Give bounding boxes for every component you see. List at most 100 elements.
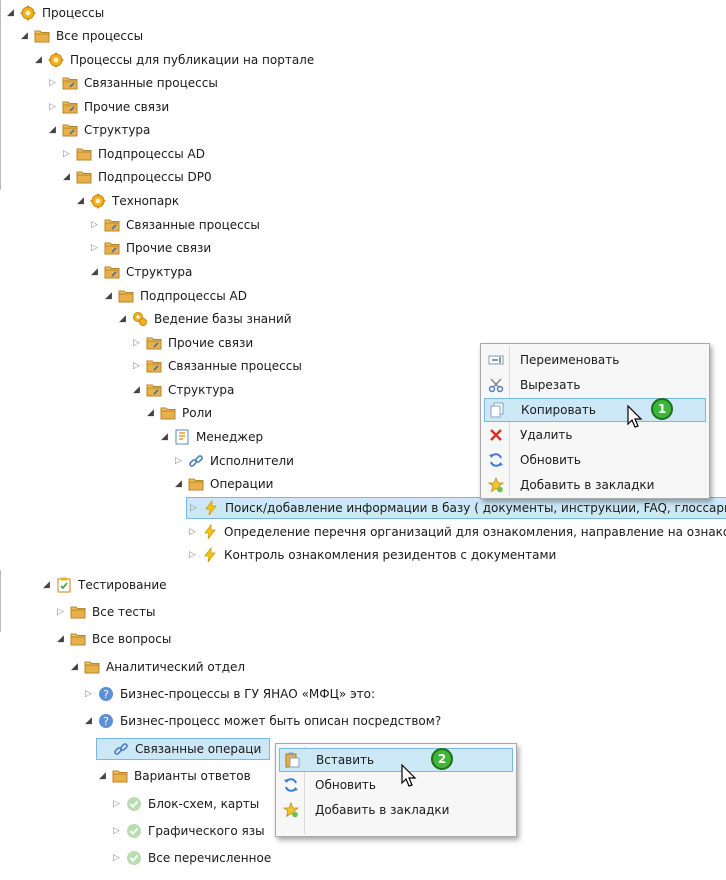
- tree-node[interactable]: ▷Связанные процессы: [130, 355, 302, 377]
- chain-link-icon: [113, 741, 129, 757]
- tree-node[interactable]: ◢Менеджер: [158, 426, 263, 448]
- tree-node[interactable]: ◢Структура: [46, 119, 150, 141]
- tree-node[interactable]: ◢Подпроцессы AD: [102, 285, 247, 307]
- tree-node[interactable]: ◢Процессы для публикации на портале: [32, 49, 314, 71]
- collapse-arrow-icon[interactable]: ◢: [35, 55, 42, 65]
- folder-icon: [76, 146, 92, 162]
- collapse-arrow-icon[interactable]: ◢: [71, 662, 78, 672]
- menu-item[interactable]: Вырезать: [484, 373, 706, 397]
- collapse-arrow-icon[interactable]: ◢: [105, 291, 112, 301]
- expand-arrow-icon[interactable]: ▷: [63, 149, 70, 159]
- collapse-arrow-icon[interactable]: ◢: [91, 267, 98, 277]
- tree-node[interactable]: ▷Связанные процессы: [46, 72, 218, 94]
- expand-arrow-icon[interactable]: ▷: [189, 550, 196, 560]
- folder-icon: [34, 28, 50, 44]
- tree-node[interactable]: ▷ Определение перечня организаций для озн…: [186, 521, 726, 543]
- collapse-arrow-icon[interactable]: ◢: [133, 385, 140, 395]
- refresh-icon: [487, 451, 505, 469]
- tree-node[interactable]: ◢Все вопросы: [54, 628, 171, 650]
- collapse-arrow-icon[interactable]: ◢: [21, 31, 28, 41]
- paste-icon: [283, 751, 301, 769]
- expand-arrow-icon[interactable]: ▷: [133, 361, 140, 371]
- process-tree-panel: ◢ Процессы ◢Все процессы◢Процессы для публ…: [0, 0, 726, 566]
- gear-icon: [20, 5, 36, 21]
- tree-node[interactable]: ◢Роли: [144, 402, 212, 424]
- expand-arrow-icon[interactable]: ▷: [113, 799, 120, 809]
- tree-node[interactable]: ▷Прочие связи: [46, 96, 169, 118]
- menu-item[interactable]: Удалить: [484, 423, 706, 447]
- tree-node[interactable]: ▷Прочие связи: [130, 332, 253, 354]
- expand-arrow-icon[interactable]: ▷: [49, 102, 56, 112]
- tree-node[interactable]: ◢Операции: [172, 473, 273, 495]
- tree-node[interactable]: ◢ Процессы: [4, 2, 104, 24]
- tree-node-label: Все перечисленное: [148, 851, 272, 865]
- tree-node[interactable]: ▷Все тесты: [54, 601, 155, 623]
- collapse-arrow-icon[interactable]: ◢: [147, 408, 154, 418]
- menu-item[interactable]: Переименовать: [484, 348, 706, 372]
- tree-node[interactable]: ◢Структура: [88, 261, 192, 283]
- expand-arrow-icon[interactable]: ▷: [91, 220, 98, 230]
- step-badge-2: 2: [431, 748, 453, 770]
- refresh-icon: [282, 776, 300, 794]
- tree-node[interactable]: ▷Связанные процессы: [88, 214, 260, 236]
- collapse-arrow-icon[interactable]: ◢: [43, 580, 50, 590]
- lightning-icon: [203, 500, 219, 516]
- tree-node[interactable]: ▷Графического язы: [110, 820, 265, 842]
- tree-node[interactable]: ▷Поиск/добавление информации в базу ( до…: [186, 497, 726, 519]
- expand-arrow-icon[interactable]: ▷: [85, 689, 92, 699]
- tree-node[interactable]: ◢Варианты ответов: [96, 765, 251, 787]
- tree-node-label: Блок-схем, карты: [148, 797, 260, 811]
- tree-node-label: Процессы: [42, 6, 105, 20]
- folder-icon: [76, 169, 92, 185]
- expand-arrow-icon[interactable]: ▷: [175, 456, 182, 466]
- menu-item[interactable]: Обновить: [484, 448, 706, 472]
- role-card-icon: [174, 429, 190, 445]
- tree-node[interactable]: ◢Ведение базы знаний: [116, 308, 292, 330]
- tree-node[interactable]: Связанные операци: [96, 738, 271, 760]
- mouse-cursor-icon: [401, 764, 417, 787]
- tree-node-label: Определение перечня организаций для озна…: [224, 525, 726, 539]
- tree-node-label: Контроль ознакомления резидентов с докум…: [224, 548, 557, 562]
- tree-node[interactable]: ◢Аналитический отдел: [68, 656, 245, 678]
- collapse-arrow-icon[interactable]: ◢: [161, 432, 168, 442]
- expand-arrow-icon[interactable]: ▷: [91, 243, 98, 253]
- link-folder-icon: [146, 358, 162, 374]
- menu-item[interactable]: Вставить: [279, 748, 513, 772]
- tree-node[interactable]: ▷Прочие связи: [88, 237, 211, 259]
- tree-node[interactable]: ◢Структура: [130, 379, 234, 401]
- tree-node[interactable]: ▷ Контроль ознакомления резидентов с доку…: [186, 544, 556, 566]
- collapse-arrow-icon[interactable]: ◢: [85, 716, 92, 726]
- expand-arrow-icon[interactable]: ▷: [189, 527, 196, 537]
- tree-node[interactable]: ▷ Все перечисленное: [110, 847, 271, 869]
- expand-arrow-icon[interactable]: ▷: [113, 853, 120, 863]
- tree-node[interactable]: ◢Тестирование: [40, 574, 167, 596]
- menu-item[interactable]: Добавить в закладки: [484, 473, 706, 497]
- expand-arrow-icon[interactable]: ▷: [49, 78, 56, 88]
- collapse-arrow-icon[interactable]: ◢: [63, 172, 70, 182]
- collapse-arrow-icon[interactable]: ◢: [57, 634, 64, 644]
- question-icon: ?: [98, 713, 114, 729]
- expand-arrow-icon[interactable]: ▷: [133, 338, 140, 348]
- expand-arrow-icon[interactable]: ▷: [113, 826, 120, 836]
- tree-node[interactable]: ▷ Блок-схем, карты: [110, 793, 259, 815]
- collapse-arrow-icon[interactable]: ◢: [175, 479, 182, 489]
- collapse-arrow-icon[interactable]: ◢: [77, 196, 84, 206]
- expand-arrow-icon[interactable]: ▷: [190, 503, 197, 513]
- collapse-arrow-icon[interactable]: ◢: [7, 8, 14, 18]
- folder-icon: [188, 476, 204, 492]
- tree-node[interactable]: ◢Технопарк: [74, 190, 179, 212]
- collapse-arrow-icon[interactable]: ◢: [99, 771, 106, 781]
- tree-node[interactable]: ◢Подпроцессы DP0: [60, 166, 212, 188]
- menu-item[interactable]: Добавить в закладки: [279, 798, 513, 822]
- collapse-arrow-icon[interactable]: ◢: [119, 314, 126, 324]
- collapse-arrow-icon[interactable]: ◢: [49, 125, 56, 135]
- tree-node[interactable]: ◢?Бизнес-процесс может быть описан посре…: [82, 710, 441, 732]
- tree-node[interactable]: ▷?Бизнес-процессы в ГУ ЯНАО «МФЦ» это:: [82, 683, 375, 705]
- tree-node[interactable]: ◢Все процессы: [18, 25, 143, 47]
- tree-node[interactable]: ▷Исполнители: [172, 450, 294, 472]
- expand-arrow-icon[interactable]: ▷: [57, 607, 64, 617]
- menu-item[interactable]: Обновить: [279, 773, 513, 797]
- tree-node[interactable]: ▷Подпроцессы AD: [60, 143, 205, 165]
- lightning-icon: [202, 524, 218, 540]
